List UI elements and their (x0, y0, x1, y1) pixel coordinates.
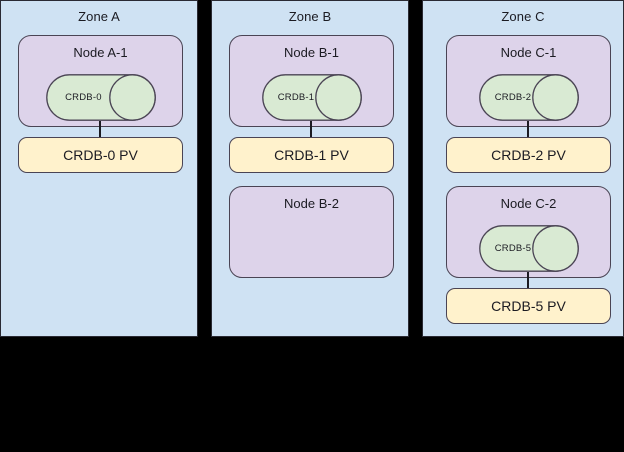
node-a-1-title: Node A-1 (73, 45, 128, 60)
pv-crdb-2: CRDB-2 PV (446, 137, 611, 173)
node-c-1-title: Node C-1 (500, 45, 557, 60)
database-label-crdb-2: CRDB-2 (494, 92, 532, 103)
connector-node-c-2-to-pv (527, 272, 529, 290)
zone-a: Zone A Node A-1 CRDB-0 CRDB-0 PV (0, 0, 198, 337)
node-c-2-title: Node C-2 (500, 196, 557, 211)
database-cylinder-icon-crdb-0: CRDB-0 (46, 74, 156, 121)
pv-crdb-0: CRDB-0 PV (18, 137, 183, 173)
database-label-crdb-0: CRDB-0 (65, 92, 102, 103)
pv-crdb-1: CRDB-1 PV (229, 137, 394, 173)
pv-crdb-5-label: CRDB-5 PV (491, 298, 566, 314)
pv-crdb-1-label: CRDB-1 PV (274, 147, 349, 163)
database-cylinder-icon-crdb-5: CRDB-5 (479, 225, 579, 272)
node-a-1: Node A-1 CRDB-0 (18, 35, 183, 127)
connector-node-c-1-to-pv (527, 121, 529, 139)
node-b-2: Node B-2 (229, 186, 394, 278)
node-b-1: Node B-1 CRDB-1 (229, 35, 394, 127)
pv-crdb-5: CRDB-5 PV (446, 288, 611, 324)
database-cylinder-icon-crdb-2: CRDB-2 (479, 74, 579, 121)
pv-crdb-0-label: CRDB-0 PV (63, 147, 138, 163)
zone-c-title: Zone C (501, 9, 545, 24)
node-c-1: Node C-1 CRDB-2 (446, 35, 611, 127)
database-cylinder-icon-crdb-1: CRDB-1 (262, 74, 362, 121)
connector-node-b-1-to-pv (310, 121, 312, 139)
connector-node-a-1-to-pv (99, 121, 101, 139)
zone-c: Zone C Node C-1 CRDB-2 CRDB-2 PV Node C-… (422, 0, 624, 337)
zone-b: Zone B Node B-1 CRDB-1 CRDB-1 PV Node B-… (211, 0, 409, 337)
zone-b-title: Zone B (288, 9, 332, 24)
node-b-1-title: Node B-1 (284, 45, 339, 60)
node-b-2-title: Node B-2 (284, 196, 339, 211)
database-label-crdb-5: CRDB-5 (494, 243, 532, 254)
pv-crdb-2-label: CRDB-2 PV (491, 147, 566, 163)
zone-a-title: Zone A (78, 9, 120, 24)
database-label-crdb-1: CRDB-1 (277, 92, 315, 103)
node-c-2: Node C-2 CRDB-5 (446, 186, 611, 278)
